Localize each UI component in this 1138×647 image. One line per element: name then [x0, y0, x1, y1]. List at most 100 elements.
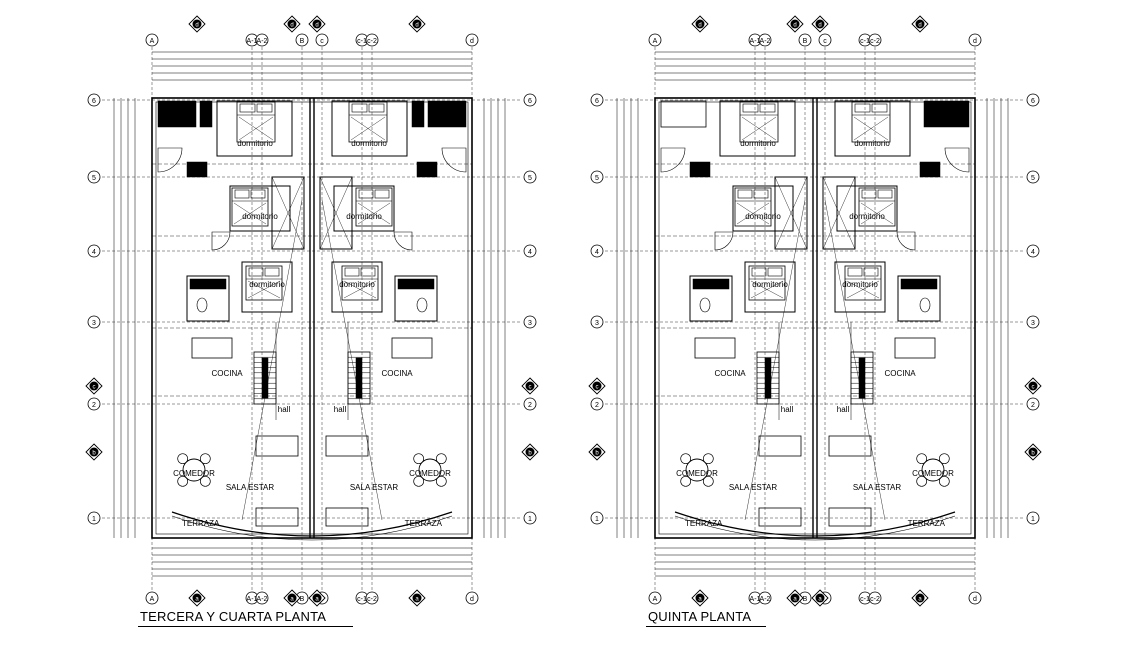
grid-bubble-left [590, 170, 604, 184]
bed-pillow [847, 267, 863, 277]
bed-pillow [854, 103, 871, 113]
section-marker-left-label: b [595, 451, 599, 457]
bathroom-wall [897, 275, 941, 322]
bed-frame [851, 101, 891, 143]
sofa [828, 435, 872, 457]
grid-bubble-top-label: A [150, 38, 155, 45]
closet-fill [411, 100, 425, 128]
section-marker-top-dot [287, 19, 297, 29]
plan-quinta: AAA-1A-1A-2A-2BBccc-1c-1c-2c-2ddddddaaaa… [588, 15, 1042, 607]
grid-bubble-right [523, 315, 537, 329]
grid-bubble-right-label: 4 [528, 249, 532, 256]
section-marker-left-label: c [93, 385, 96, 391]
section-marker-right-dot [525, 447, 535, 457]
sofa [325, 507, 369, 527]
grid-bubble-top-label: c-2 [870, 38, 880, 45]
room-label-terraza: TERRAZA [182, 519, 220, 528]
grid-bubble-bottom-label: A-1 [750, 596, 761, 603]
bed-pillow [368, 103, 385, 113]
bed-pillow [759, 103, 776, 113]
dining-chair [680, 475, 692, 487]
room-label-dormitorio: dormitorio [351, 139, 387, 148]
bedroom-wall [744, 261, 796, 313]
grid-bubble-bottom [868, 591, 882, 605]
outer-wall-inner [155, 101, 469, 535]
grid-bubble-bottom-label: c-2 [367, 596, 377, 603]
grid-bubble-left [87, 170, 101, 184]
grid-bubble-right-label: 1 [528, 516, 532, 523]
grid-bubble-left-label: 1 [595, 516, 599, 523]
title-underline-right [646, 626, 766, 627]
bed-frame [341, 265, 379, 301]
bedroom-wall [836, 185, 898, 232]
room-label-terraza: TERRAZA [405, 519, 443, 528]
bed-pillow [877, 189, 893, 199]
grid-bubble-bottom-label: A-1 [247, 596, 258, 603]
grid-bubble-left-label: 5 [595, 175, 599, 182]
section-marker-bottom-label: a [818, 597, 822, 603]
bed-mid-right [355, 187, 393, 227]
grid-bubble-top-label: A [653, 38, 658, 45]
grid-bubble-top-label: B [300, 38, 305, 45]
grid-bubble-left [87, 511, 101, 525]
bed-top-left [739, 101, 779, 143]
grid-bubble-bottom [648, 591, 662, 605]
shaft-fill [186, 161, 208, 178]
grid-bubble-top [818, 33, 832, 47]
grid-bubble-top-label: c [823, 38, 827, 45]
room-label-dormitorio: dormitorio [339, 280, 375, 289]
plan-tercera-cuarta: AAA-1A-1A-2A-2BBccc-1c-1c-2c-2ddddddaaaa… [85, 15, 539, 607]
door-swing [896, 231, 916, 251]
section-marker-right-label: c [1032, 385, 1035, 391]
shaft-fill [416, 161, 438, 178]
terrace-arc-inner [674, 515, 956, 541]
section-marker-left-dot [89, 447, 99, 457]
bed-pillow [344, 267, 360, 277]
bed-pillow [737, 189, 753, 199]
section-marker-bottom-dot [790, 593, 800, 603]
section-marker-bottom-label: a [793, 597, 797, 603]
grid-bubble-bottom-label: d [470, 596, 474, 603]
table-top [685, 458, 709, 482]
grid-bubble-top [365, 33, 379, 47]
dining-chair [702, 475, 714, 487]
grid-bubble-bottom-label: c-1 [860, 596, 870, 603]
grid-bubble-right-label: 5 [528, 175, 532, 182]
section-marker-right-dot [525, 381, 535, 391]
grid-bubble-left [87, 93, 101, 107]
door-swing [157, 147, 183, 173]
dining-table-right [413, 453, 447, 487]
grid-bubble-top-label: c-2 [367, 38, 377, 45]
core-diagonal [774, 176, 808, 250]
sofa [255, 507, 299, 527]
grid-bubble-right-label: 6 [528, 98, 532, 105]
room-label-dormitorio: dormitorio [752, 280, 788, 289]
grid-bubble-right-label: 1 [1031, 516, 1035, 523]
section-marker-top-dot [412, 19, 422, 29]
bed-mid-right [858, 187, 896, 227]
bed-top-right [348, 101, 388, 143]
room-label-terraza: TERRAZA [685, 519, 723, 528]
section-marker-top-dot [312, 19, 322, 29]
grid-bubble-top-label: A-2 [257, 38, 268, 45]
outer-wall-inner [658, 101, 972, 535]
closet-fill [157, 100, 197, 128]
grid-bubble-right-label: 3 [528, 320, 532, 327]
grid-bubble-right [523, 244, 537, 258]
section-marker-bottom-label: a [315, 597, 319, 603]
grid-bubble-top [968, 33, 982, 47]
room-label-sala: SALA ESTAR [350, 483, 399, 492]
grid-bubble-right-label: 3 [1031, 320, 1035, 327]
grid-bubble-top [798, 33, 812, 47]
circulation-line [824, 199, 886, 521]
grid-bubble-right [523, 511, 537, 525]
stairs-left [253, 351, 277, 405]
grid-bubble-left [590, 511, 604, 525]
bedroom-wall [229, 185, 291, 232]
bed-sheet-fold [357, 202, 391, 225]
bed-frame [348, 101, 388, 143]
circulation-line [321, 199, 383, 521]
door-swing [714, 231, 734, 251]
grid-bubble-bottom-label: A [150, 596, 155, 603]
section-marker-right-label: b [528, 451, 532, 457]
